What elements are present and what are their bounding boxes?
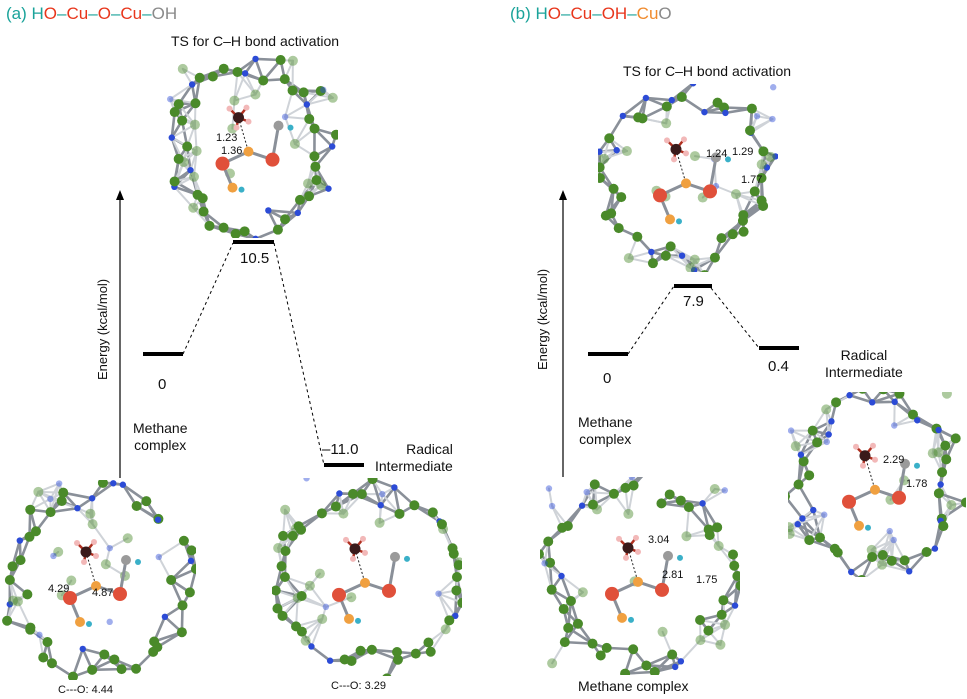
panel-a-radical-value: –11.0 <box>322 441 359 458</box>
formula-part: – <box>57 4 67 23</box>
panel-b-axis-label: Energy (kcal/mol) <box>535 268 550 370</box>
ts-a-molecule-image <box>167 55 338 238</box>
methane-a-molecule-image <box>2 480 196 680</box>
panel-b-methane-value: 0 <box>603 370 612 387</box>
radical-a-molecule-image <box>272 478 462 676</box>
panel-b-methane-label: Methane complex <box>578 414 632 448</box>
panel-b-level-radical <box>759 346 799 350</box>
panel-b-energy-axis <box>559 190 567 478</box>
formula-part: O <box>547 4 562 23</box>
panel-a-level-radical <box>324 463 364 467</box>
formula-part: O <box>43 4 58 23</box>
panel-b-methane-structure: 3.04 2.81 1.75 <box>540 477 740 675</box>
ts-b-distance-3: 1.77 <box>741 174 763 186</box>
panel-b-title: (b) HO–Cu–OH–CuO <box>510 4 672 24</box>
radical-b-distance-2: 1.78 <box>906 478 928 490</box>
formula-part: – <box>592 4 602 23</box>
panel-a-methane-caption: C---O: 4.44 <box>58 684 114 696</box>
panel-a-methane-label-line1: Methane <box>133 420 188 436</box>
panel-a-methane-value: 0 <box>158 376 167 393</box>
ts-b-distance-1: 1.24 <box>706 148 728 160</box>
panel-b-radical-value: 0.4 <box>768 358 789 375</box>
panel-b-ts-structure: 1.24 1.29 1.77 <box>598 84 778 272</box>
formula-part: H <box>31 4 44 23</box>
formula-part: O <box>97 4 111 23</box>
panel-b-tag: (b) <box>510 4 531 23</box>
formula-part: O <box>151 4 165 23</box>
panel-a-radical-structure <box>272 478 462 676</box>
formula-part: Cu <box>636 4 659 23</box>
panel-b-methane-label-line1: Methane <box>578 414 633 430</box>
panel-a-radical-label: Radical Intermediate <box>375 441 453 475</box>
radical-b-molecule-image <box>788 392 966 577</box>
panel-b-radical-label-line1: Radical <box>840 347 888 363</box>
panel-a-radical-label-line1: Radical <box>406 441 453 457</box>
ts-a-distance-2: 1.36 <box>221 145 243 157</box>
panel-b-formula: HO–Cu–OH–CuO <box>536 4 672 23</box>
panel-a-formula: HO–Cu–O–Cu–OH <box>32 4 178 23</box>
panel-a-ts-value: 10.5 <box>240 250 270 267</box>
panel-a-methane-label: Methane complex <box>133 420 187 454</box>
formula-part: H <box>535 4 548 23</box>
methane-a-distance-2: 4.87 <box>92 587 114 599</box>
methane-b-distance-1: 3.04 <box>648 534 670 546</box>
formula-part: – <box>627 4 637 23</box>
methane-b-distance-3: 1.75 <box>696 574 718 586</box>
formula-part: OH <box>601 4 628 23</box>
panel-a-radical-label-line2: Intermediate <box>375 458 453 474</box>
formula-part: – <box>142 4 152 23</box>
radical-b-distance-1: 2.29 <box>883 454 905 466</box>
panel-a-radical-caption: C---O: 3.29 <box>331 680 387 692</box>
formula-part: O <box>658 4 672 23</box>
panel-a-level-ts <box>233 240 274 244</box>
methane-a-distance-1: 4.29 <box>48 583 70 595</box>
methane-b-molecule-image <box>540 477 740 675</box>
panel-b-ts-value: 7.9 <box>683 293 704 310</box>
formula-part: Cu <box>120 4 143 23</box>
panel-b-ts-label: TS for C–H bond activation <box>623 63 792 79</box>
panel-a-tag: (a) <box>6 4 27 23</box>
formula-part: – <box>110 4 121 23</box>
panel-a-ts-label: TS for C–H bond activation <box>171 33 340 49</box>
formula-part: Cu <box>570 4 593 23</box>
formula-part: Cu <box>66 4 89 23</box>
panel-b-radical-label-line2: Intermediate <box>825 364 903 380</box>
panel-a-title: (a) HO–Cu–O–Cu–OH <box>6 4 177 24</box>
panel-a-energy-axis <box>116 190 124 478</box>
panel-b-methane-label-line2: complex <box>579 431 632 447</box>
ts-b-molecule-image <box>598 84 778 272</box>
panel-b-level-ts <box>674 284 712 288</box>
methane-b-distance-2: 2.81 <box>662 569 684 581</box>
panel-b-radical-label: Radical Intermediate <box>825 347 903 381</box>
panel-a-level-methane <box>143 352 183 356</box>
panel-a-methane-structure: 4.29 4.87 <box>0 480 196 680</box>
panel-b-radical-structure: 2.29 1.78 <box>788 392 966 577</box>
panel-b-methane-caption: Methane complex <box>578 678 689 694</box>
formula-part: – <box>88 4 98 23</box>
formula-part: – <box>561 4 571 23</box>
panel-b-level-methane <box>588 352 628 356</box>
ts-b-distance-2: 1.29 <box>732 146 754 158</box>
ts-a-distance-1: 1.23 <box>216 132 238 144</box>
panel-a-methane-label-line2: complex <box>134 437 187 453</box>
panel-a-ts-structure: 1.23 1.36 <box>163 55 338 238</box>
formula-part: H <box>164 4 178 23</box>
